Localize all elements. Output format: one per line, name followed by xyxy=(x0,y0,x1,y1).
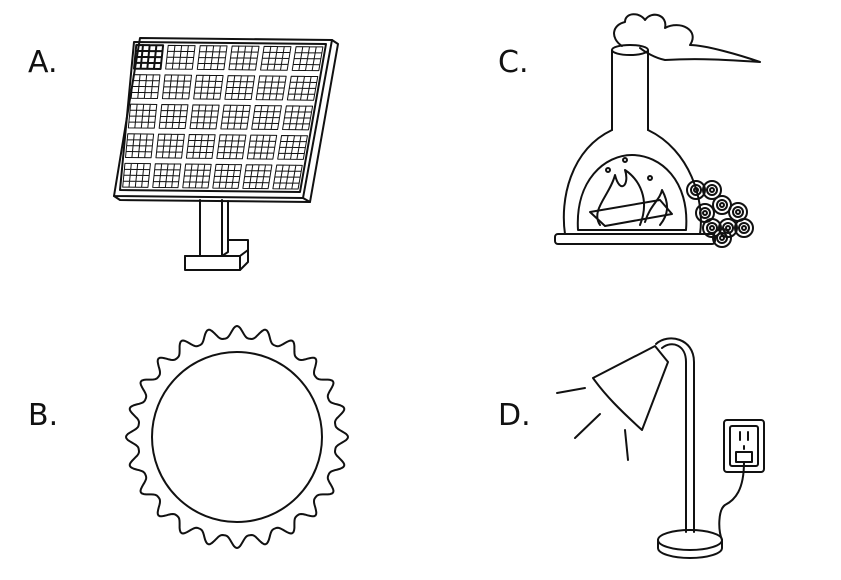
log-end xyxy=(716,232,728,244)
log-end xyxy=(702,180,722,200)
solar-cell xyxy=(158,104,189,129)
solar-cell xyxy=(165,44,196,70)
log-end xyxy=(735,209,741,215)
solar-cell xyxy=(224,75,256,101)
log-end xyxy=(693,187,699,193)
solar-cell xyxy=(272,164,303,190)
solar-cell xyxy=(182,163,212,189)
solar-cell xyxy=(155,133,185,159)
log-end xyxy=(718,218,738,238)
desk-lamp-icon xyxy=(556,337,765,559)
log-end xyxy=(734,218,754,238)
solar-cell xyxy=(185,133,216,159)
log-end xyxy=(690,184,702,196)
log-end xyxy=(732,206,744,218)
solar-cell xyxy=(125,133,155,159)
log-end xyxy=(716,199,728,211)
log-end xyxy=(738,222,750,234)
log-end xyxy=(709,187,715,193)
option-label-c: C. xyxy=(498,45,529,80)
solar-cell xyxy=(277,134,308,160)
solar-cell xyxy=(246,134,278,160)
solar-cell xyxy=(216,134,247,160)
solar-cell xyxy=(196,45,228,71)
log-end xyxy=(722,222,734,234)
log-end xyxy=(699,207,711,219)
solar-cell xyxy=(291,46,324,72)
solar-cell xyxy=(189,104,220,130)
solar-cell xyxy=(286,75,319,101)
solar-cell xyxy=(193,74,224,100)
solar-cell xyxy=(251,105,282,130)
log-end xyxy=(741,225,747,231)
option-label-a: A. xyxy=(28,45,58,80)
solar-cell xyxy=(242,164,273,190)
solar-cell xyxy=(255,75,287,101)
log-end xyxy=(719,235,725,241)
solar-cell xyxy=(282,105,314,131)
log-end xyxy=(702,218,722,238)
fireplace-icon xyxy=(554,13,761,248)
solar-cell xyxy=(220,104,251,130)
log-end xyxy=(706,184,718,196)
solar-cell xyxy=(161,74,193,100)
solar-cell xyxy=(260,45,292,71)
solar-cell xyxy=(228,45,260,71)
solar-cell xyxy=(152,163,182,189)
log-end xyxy=(702,210,708,216)
solar-cell xyxy=(133,43,165,70)
log-end xyxy=(709,225,715,231)
solar-panel-icon xyxy=(113,37,339,271)
solar-cell xyxy=(127,103,158,129)
solar-cell xyxy=(122,162,151,188)
option-label-b: B. xyxy=(28,398,59,433)
sun-icon xyxy=(125,325,349,549)
solar-cell xyxy=(212,163,243,189)
log-end xyxy=(719,202,725,208)
log-end xyxy=(706,222,718,234)
log-end xyxy=(686,180,706,200)
log-end xyxy=(712,228,732,248)
option-label-d: D. xyxy=(498,398,531,433)
solar-cell xyxy=(130,74,161,100)
